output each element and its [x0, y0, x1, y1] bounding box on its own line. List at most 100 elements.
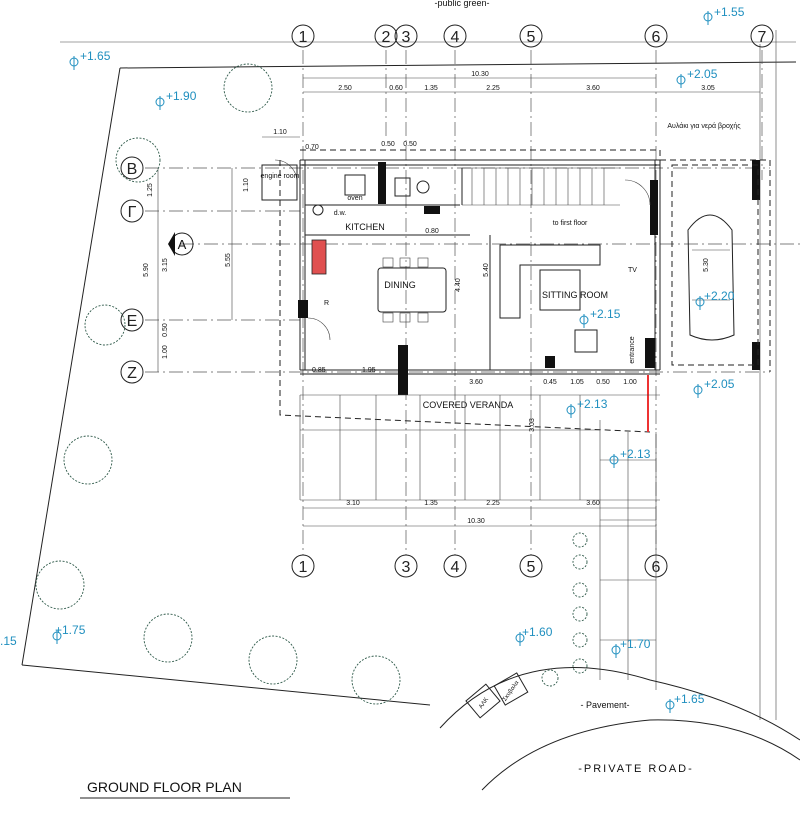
svg-text:.15: .15 — [0, 634, 17, 648]
grid-left-gamma: Γ — [128, 204, 137, 221]
level-marker-icon: +1.55 — [703, 5, 745, 25]
svg-text:Αυλάκι για νερά βροχής: Αυλάκι για νερά βροχής — [667, 122, 741, 130]
svg-text:5.40: 5.40 — [483, 263, 490, 277]
sink-icon — [312, 204, 324, 216]
level-marker-icon: +1.65 — [665, 692, 705, 713]
dims-top: 10.30 2.50 0.60 1.35 2.25 3.60 3.05 1.10… — [262, 71, 760, 151]
grid-bubbles-left: B Γ E Z A — [120, 156, 194, 384]
car-icon — [687, 214, 735, 341]
grid-top-2: 2 — [382, 29, 391, 46]
svg-text:+1.75: +1.75 — [55, 623, 86, 637]
svg-text:1.95: 1.95 — [362, 367, 376, 374]
svg-text:1.05: 1.05 — [570, 379, 584, 386]
dim-bottom-total: 10.30 — [467, 518, 485, 525]
dim-top-total: 10.30 — [471, 71, 489, 78]
drawing-title: GROUND FLOOR PLAN — [80, 779, 290, 799]
level-marker-icon: +1.65 — [69, 49, 111, 70]
grid-bottom-1: 1 — [299, 559, 308, 576]
svg-text:entrance: entrance — [629, 336, 636, 363]
tree-icon — [248, 635, 298, 685]
svg-text:+2.05: +2.05 — [704, 377, 735, 391]
svg-text:GROUND FLOOR PLAN: GROUND FLOOR PLAN — [87, 779, 242, 795]
svg-text:0.50: 0.50 — [596, 379, 610, 386]
svg-text:1.25: 1.25 — [147, 183, 154, 197]
svg-text:TV: TV — [628, 267, 637, 274]
svg-text:1.00: 1.00 — [623, 379, 637, 386]
svg-text:+1.90: +1.90 — [166, 89, 197, 103]
svg-text:1.10: 1.10 — [243, 178, 250, 192]
trees — [35, 63, 588, 705]
cooktop-icon — [311, 239, 327, 275]
plot-boundary — [21, 30, 797, 720]
svg-text:1.35: 1.35 — [424, 500, 438, 507]
dining-area: DINING 4.40 5.40 — [377, 257, 490, 323]
grid-top-3: 3 — [402, 29, 411, 46]
svg-text:+2.05: +2.05 — [687, 67, 718, 81]
svg-text:+1.60: +1.60 — [522, 625, 553, 639]
dims-left: 1.25 1.10 5.90 3.15 5.55 0.50 1.00 — [143, 168, 250, 372]
grid-bubbles-bottom: 1 3 4 5 6 — [291, 554, 668, 578]
svg-text:1.35: 1.35 — [424, 85, 438, 92]
public-green-label: -public green- — [434, 0, 489, 8]
level-markers: +1.65 +1.55 +2.05 +1.90 +2.20 +2.15 +2.0… — [0, 5, 745, 713]
svg-text:2.25: 2.25 — [486, 500, 500, 507]
svg-text:R: R — [324, 300, 329, 307]
svg-text:3.15: 3.15 — [162, 258, 169, 272]
svg-text:SITTING ROOM: SITTING ROOM — [542, 290, 608, 300]
level-marker-icon: +1.60 — [515, 625, 553, 646]
tree-icon — [223, 63, 273, 113]
svg-text:2.50: 2.50 — [338, 85, 352, 92]
svg-text:0.50: 0.50 — [403, 141, 417, 148]
level-marker-icon: +2.13 — [609, 447, 651, 468]
paving — [299, 394, 660, 690]
building-walls — [274, 149, 771, 433]
grid-bottom-4: 4 — [451, 559, 460, 576]
svg-text:+2.15: +2.15 — [590, 307, 621, 321]
shrub-icon — [572, 606, 588, 622]
shrub-icon — [572, 582, 588, 598]
level-marker-icon: +2.05 — [676, 67, 718, 88]
svg-text:5.90: 5.90 — [143, 263, 150, 277]
svg-text:0.50: 0.50 — [381, 141, 395, 148]
shrub-icon — [572, 632, 588, 648]
level-marker-icon: +1.90 — [155, 89, 197, 110]
svg-text:4.40: 4.40 — [455, 278, 462, 292]
svg-text:Σκυβαλα: Σκυβαλα — [502, 680, 521, 703]
svg-text:5.30: 5.30 — [703, 258, 710, 272]
svg-text:3.03: 3.03 — [529, 418, 536, 432]
tree-icon — [143, 613, 193, 663]
svg-text:engine room: engine room — [261, 173, 300, 180]
grid-lines — [145, 50, 800, 555]
svg-text:COVERED VERANDA: COVERED VERANDA — [423, 400, 514, 410]
sitting-room: SITTING ROOM to first floor TV entrance — [499, 220, 637, 364]
carport: Αυλάκι για νερά βροχής 5.30 — [667, 122, 759, 366]
veranda: 0.85 1.95 3.60 0.45 1.05 0.50 1.00 COVER… — [299, 367, 660, 690]
svg-text:0.45: 0.45 — [543, 379, 557, 386]
svg-text:1.10: 1.10 — [273, 129, 287, 136]
grid-top-5: 5 — [527, 29, 536, 46]
level-marker-icon: +1.75 — [52, 623, 86, 644]
svg-text:+2.13: +2.13 — [577, 397, 608, 411]
svg-text:3.10: 3.10 — [346, 500, 360, 507]
svg-text:0.85: 0.85 — [312, 367, 326, 374]
grid-left-b: B — [127, 161, 138, 178]
pavement-label: - Pavement- — [580, 700, 629, 710]
svg-text:to first floor: to first floor — [553, 220, 588, 227]
grid-top-6: 6 — [652, 29, 661, 46]
grid-left-e: E — [127, 313, 138, 330]
svg-text:3.60: 3.60 — [586, 500, 600, 507]
level-marker-icon: +1.70 — [611, 637, 651, 658]
svg-text:0.60: 0.60 — [389, 85, 403, 92]
svg-text:3.60: 3.60 — [586, 85, 600, 92]
tree-icon — [84, 304, 126, 346]
svg-text:1.00: 1.00 — [162, 345, 169, 359]
shrub-icon — [572, 554, 588, 570]
svg-text:+1.65: +1.65 — [80, 49, 111, 63]
svg-text:oven: oven — [347, 195, 362, 202]
level-marker-icon: +2.13 — [566, 397, 608, 418]
shrub-icon — [572, 658, 588, 674]
svg-text:+2.13: +2.13 — [620, 447, 651, 461]
tree-icon — [115, 137, 161, 183]
toilet-icon — [416, 180, 430, 194]
engine-room: engine room — [261, 164, 300, 201]
